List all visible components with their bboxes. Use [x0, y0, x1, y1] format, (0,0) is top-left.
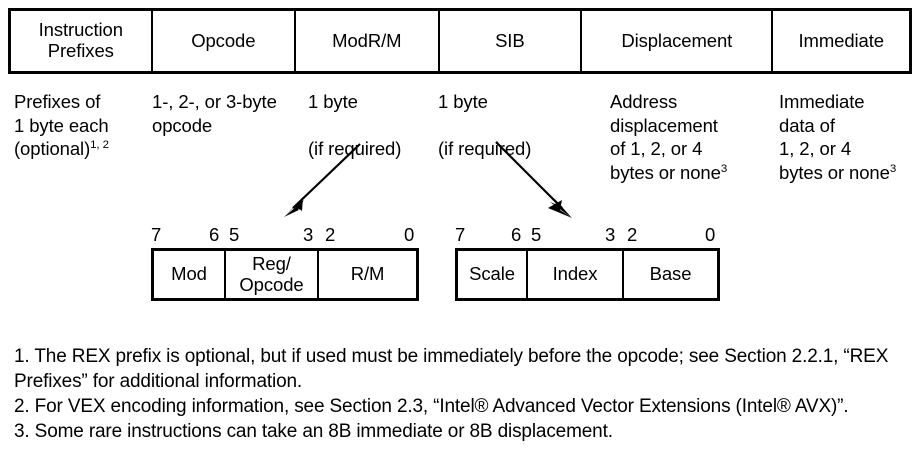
description-instruction-prefixes: Prefixes of 1 byte each (optional)1, 2	[14, 90, 154, 161]
sib-bit-labels: 7 6 5 3 2 0	[455, 222, 720, 248]
description-line: 1 byte each	[14, 114, 109, 136]
description-immediate: Immediate data of 1, 2, or 4 bytes or no…	[779, 90, 924, 184]
modrm-bit-6: 6	[209, 224, 220, 245]
sib-bit-0: 0	[705, 224, 716, 245]
footnote-ref-3: 3	[889, 162, 897, 175]
modrm-field-mod: Mod	[154, 251, 226, 298]
sib-bit-5: 5	[531, 224, 542, 245]
sib-field-base: Base	[649, 263, 692, 285]
modrm-byte-box: Mod Reg/ Opcode R/M	[151, 248, 419, 301]
arrow-sib-to-byte-icon	[495, 141, 572, 218]
table-cell-immediate: Immediate	[798, 29, 884, 51]
table-cell-displacement: Displacement	[582, 11, 774, 71]
modrm-bit-7: 7	[151, 224, 162, 245]
arrow-modrm-to-byte-icon	[284, 143, 361, 217]
footnote-3: 3. Some rare instructions can take an 8B…	[14, 421, 613, 442]
description-opcode: 1-, 2-, or 3-byte opcode	[152, 91, 277, 136]
sib-byte-box: Scale Index Base	[455, 248, 720, 301]
description-text: Immediate data of 1, 2, or 4 bytes or no…	[779, 91, 890, 183]
footnote-2: 2. For VEX encoding information, see Sec…	[14, 396, 849, 417]
sib-bit-6: 6	[511, 224, 522, 245]
description-modrm: 1 byte (if required)	[308, 91, 402, 159]
sib-field-index: Index	[528, 251, 624, 298]
footnote-ref-3: 3	[720, 162, 728, 175]
description-line: (optional)	[14, 138, 91, 159]
modrm-bit-5: 5	[229, 224, 240, 245]
footnote-ref-1-2: 1, 2	[90, 138, 109, 151]
table-cell-opcode: Opcode	[153, 11, 297, 71]
modrm-bit-2: 2	[325, 224, 336, 245]
description-displacement: Address displacement of 1, 2, or 4 bytes…	[610, 90, 775, 184]
instruction-format-table: Instruction Prefixes Opcode ModR/M SIB D…	[8, 8, 912, 74]
sib-field-scale: Scale	[458, 251, 528, 298]
sib-bit-7: 7	[455, 224, 466, 245]
table-cell-instruction-prefixes: Instruction Prefixes	[11, 11, 153, 71]
modrm-bit-3: 3	[303, 224, 314, 245]
sib-bit-2: 2	[627, 224, 638, 245]
description-sib: 1 byte (if required)	[438, 91, 532, 159]
table-cell-sib: SIB	[440, 11, 583, 71]
modrm-bit-labels: 7 6 5 3 2 0	[151, 222, 419, 248]
sib-bit-3: 3	[605, 224, 616, 245]
sib-byte-diagram: 7 6 5 3 2 0 Scale Index Base	[455, 222, 720, 301]
modrm-field-reg-opcode: Reg/ Opcode	[226, 251, 319, 298]
footnotes: 1. The REX prefix is optional, but if us…	[14, 344, 914, 444]
description-text: Address displacement of 1, 2, or 4 bytes…	[610, 91, 721, 183]
modrm-byte-diagram: 7 6 5 3 2 0 Mod Reg/ Opcode R/M	[151, 222, 419, 301]
description-line: Prefixes of	[14, 91, 101, 112]
modrm-field-rm: R/M	[350, 263, 385, 285]
modrm-bit-0: 0	[404, 224, 415, 245]
table-cell-modrm: ModR/M	[296, 11, 440, 71]
footnote-1: 1. The REX prefix is optional, but if us…	[14, 346, 889, 392]
